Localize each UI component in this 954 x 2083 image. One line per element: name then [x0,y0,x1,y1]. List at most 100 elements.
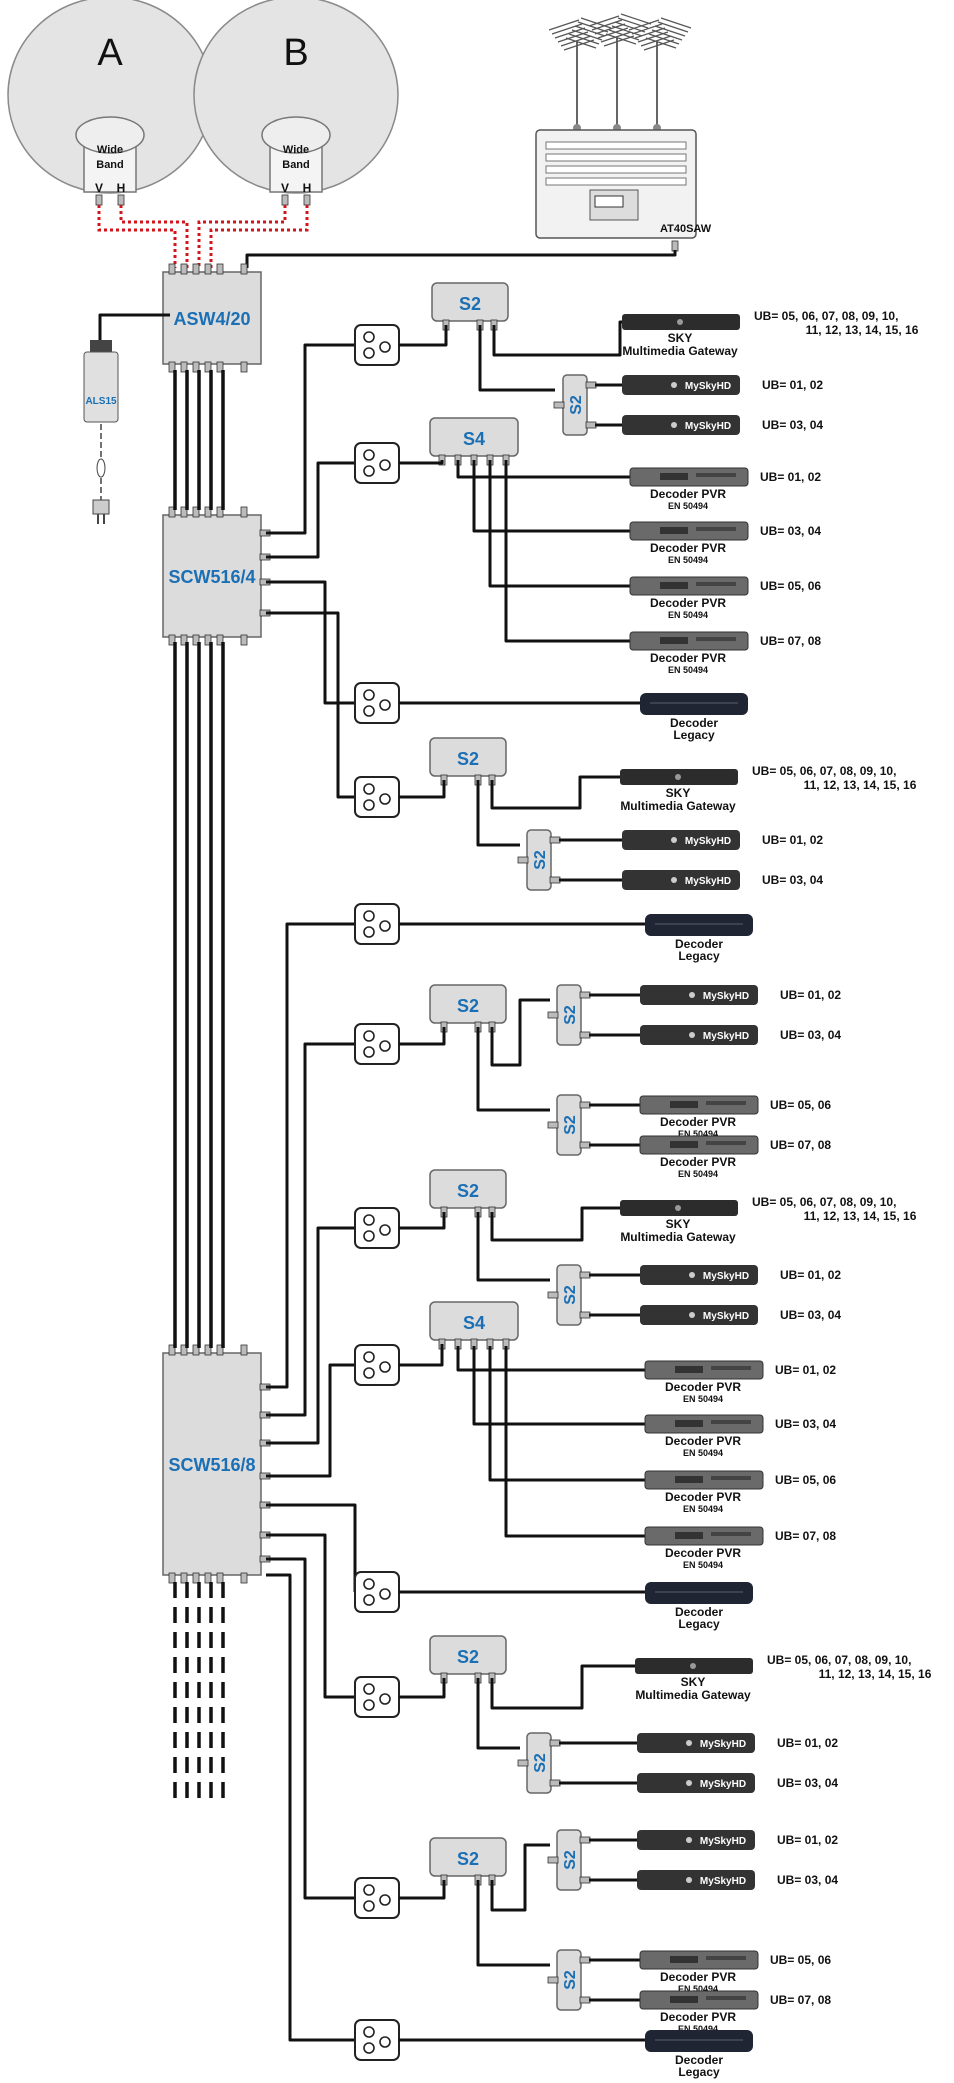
receiver-name: SKY [666,786,691,800]
mysky-logo-icon [689,992,695,998]
wall-outlet [354,1877,400,1919]
splitter-s2: S2 [429,1635,507,1684]
mysky-box [622,830,740,850]
coax-lnb-feeds [97,205,309,268]
mysky-badge: MySkyHD [685,381,731,392]
splitter-s2: S2 [429,984,507,1033]
f-connector [517,856,529,864]
lnb-type-line1: Wide [283,144,309,156]
pvr-slot [711,1476,751,1480]
outlet-socket [363,783,375,795]
cable [476,1880,550,1967]
receiver-name: Multimedia Gateway [622,344,738,358]
cascade-scw516-8: SCW516/8 [162,1344,271,1584]
f-connector [180,361,188,373]
receiver-name: Decoder PVR [665,1380,741,1394]
pvr-box [629,521,749,541]
pvr-display [675,1366,703,1373]
outlet-socket [363,1594,375,1606]
wall-outlet [354,1571,400,1613]
outlet-socket [363,465,375,477]
cable [504,1346,645,1538]
f-connector [579,1836,591,1844]
splitter-s2: S2 [429,1169,507,1218]
f-connector [240,361,248,373]
cable-terrestrial [245,250,677,268]
cable [490,998,550,1067]
cable [266,611,355,799]
cable [266,922,355,1389]
splitter-s2: S2 [431,282,509,331]
mysky-badge: MySkyHD [700,1836,746,1847]
cable [476,780,520,847]
mysky-box [637,1733,755,1753]
module-body [162,514,262,638]
outlet-socket [379,341,391,353]
receiver-standard: EN 50494 [678,1129,718,1139]
f-connector [547,1121,559,1129]
outlet-socket [379,1224,391,1236]
f-connector [180,506,188,518]
amplifier-vent [545,165,687,174]
f-connector [547,1291,559,1299]
antenna-element [617,17,649,29]
outlet-socket [379,699,391,711]
pvr-display [660,527,688,534]
cable [488,460,630,588]
f-connector [517,1759,529,1767]
mysky-badge: MySkyHD [685,836,731,847]
cable-power [98,313,170,340]
coax-red [197,205,287,268]
receiver-standard: EN 50494 [678,1169,718,1179]
mysky-box [637,1773,755,1793]
receiver-name: Decoder PVR [660,1115,736,1129]
mysky-badge: MySkyHD [700,1876,746,1887]
dish-reflector [193,0,399,194]
outlet-socket [379,1040,391,1052]
outlet-socket [363,347,375,359]
antenna-element [551,23,583,35]
mysky-logo-icon [689,1272,695,1278]
antenna-element [605,33,637,45]
antenna-element [577,21,609,33]
coax-red [209,205,309,268]
receiver-name: Legacy [678,1617,720,1631]
lnb-pol-v: V [281,181,289,195]
antenna-element [643,39,675,51]
f-connector [168,506,176,518]
pvr-box [644,1470,764,1490]
ub-assignment: UB= 01, 02 [780,1268,841,1282]
outlet-socket [379,459,391,471]
outlet-socket [379,1894,391,1906]
trunk-cables [173,370,225,1800]
cable [488,1346,645,1482]
amplifier-at40saw: AT40SAW [535,129,712,252]
gateway-led [690,1663,696,1669]
f-connector [168,263,176,275]
splitter-s2: S2 [429,1837,507,1886]
outlet-plate [354,2019,400,2061]
receiver-name: SKY [668,331,693,345]
receiver-name: Legacy [678,2065,720,2079]
cable [476,1678,520,1750]
f-connector [216,506,224,518]
outlet-socket [379,1693,391,1705]
cable [490,1843,550,1912]
splitter-label: S2 [532,1753,549,1773]
splitter-label: S2 [457,749,479,769]
receiver-name: Decoder PVR [650,541,726,555]
cable [266,1042,355,1417]
cable [266,1226,355,1445]
wall-outlet [354,776,400,818]
